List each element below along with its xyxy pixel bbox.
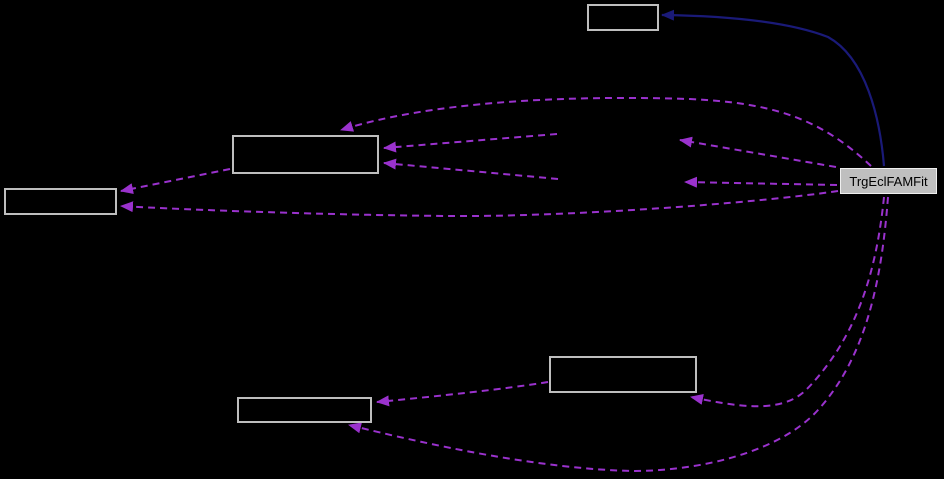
edge-usage-bottommid-to-bottomleft: [376, 381, 549, 407]
edge-usage-main-to-hidden-1: [679, 136, 837, 168]
class-node-bottom-left[interactable]: [237, 397, 372, 423]
class-node-mid-left[interactable]: [232, 135, 379, 174]
edge-usage-main-to-farleft: [120, 190, 839, 218]
edge-usage-main-to-midleft-top: [340, 96, 872, 167]
class-node-main: TrgEclFAMFit: [840, 168, 937, 194]
edge-usage-hidden1-to-midleft: [383, 133, 558, 153]
class-node-far-left[interactable]: [4, 188, 117, 215]
edge-usage-main-to-bottommid: [690, 196, 885, 408]
edge-usage-main-to-hidden-2: [684, 176, 838, 188]
edge-usage-midleft-to-farleft: [120, 168, 231, 195]
edge-inherit-main-to-top: [661, 9, 886, 167]
edge-usage-hidden2-to-midleft: [383, 158, 559, 180]
class-node-top[interactable]: [587, 4, 659, 31]
edge-usage-main-to-bottomleft: [348, 196, 889, 473]
class-node-bottom-mid[interactable]: [549, 356, 697, 393]
